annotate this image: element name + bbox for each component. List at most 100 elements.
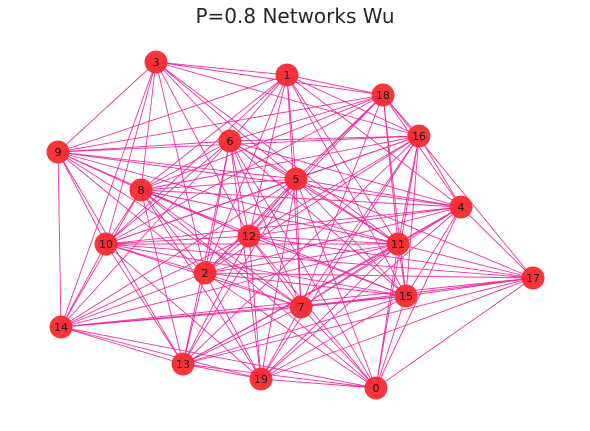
node-9: 9 [46, 140, 70, 164]
node-circle-11 [386, 232, 410, 256]
node-circle-0 [364, 376, 388, 400]
edge-16-15 [405, 135, 420, 297]
node-18: 18 [371, 83, 395, 107]
node-label-18: 18 [376, 89, 390, 102]
node-circle-19 [249, 367, 273, 391]
node-label-10: 10 [99, 238, 113, 251]
edge-8-7 [140, 189, 302, 308]
node-label-11: 11 [391, 238, 405, 251]
edge-8-4 [140, 189, 462, 208]
node-circle-1 [275, 63, 299, 87]
edge-4-19 [260, 206, 462, 380]
node-4: 4 [449, 195, 473, 219]
edge-3-10 [105, 61, 157, 245]
edge-18-4 [382, 94, 462, 208]
edge-3-1 [155, 61, 288, 76]
edge-11-2 [204, 243, 399, 274]
node-label-14: 14 [54, 321, 68, 334]
edge-6-10 [105, 140, 231, 245]
edge-13-0 [182, 363, 377, 389]
edge-18-9 [57, 94, 384, 153]
node-17: 17 [521, 266, 545, 290]
edges-layer [57, 61, 534, 389]
edge-2-19 [204, 272, 262, 380]
edge-18-8 [140, 94, 384, 191]
node-circle-17 [521, 266, 545, 290]
node-label-17: 17 [526, 272, 540, 285]
edge-17-19 [260, 277, 534, 380]
edge-15-19 [260, 295, 407, 380]
node-11: 11 [386, 232, 410, 256]
node-15: 15 [394, 284, 418, 308]
edge-6-2 [204, 140, 231, 274]
edge-11-19 [260, 243, 399, 380]
edge-17-13 [182, 277, 534, 365]
edge-9-2 [57, 151, 206, 274]
edge-9-7 [57, 151, 302, 308]
node-14: 14 [49, 315, 73, 339]
edge-1-16 [286, 74, 420, 137]
edge-9-5 [57, 151, 297, 180]
edge-2-15 [204, 272, 407, 297]
edge-12-19 [248, 235, 262, 380]
edge-9-4 [57, 151, 462, 208]
edge-14-13 [60, 326, 184, 365]
edge-4-15 [405, 206, 462, 297]
edge-10-19 [105, 243, 262, 380]
edge-14-0 [60, 326, 377, 389]
edge-3-16 [155, 61, 420, 137]
edge-14-19 [60, 326, 262, 380]
edge-1-8 [140, 74, 288, 191]
edge-5-11 [295, 178, 399, 245]
node-8: 8 [129, 178, 153, 202]
edge-1-4 [286, 74, 462, 208]
edge-3-8 [140, 61, 157, 191]
node-circle-3 [144, 50, 168, 74]
edge-1-12 [248, 74, 288, 237]
edge-11-17 [397, 243, 534, 279]
edge-3-18 [155, 61, 384, 96]
edge-3-12 [155, 61, 250, 237]
node-label-0: 0 [373, 382, 380, 395]
edge-6-7 [229, 140, 302, 308]
edge-6-12 [229, 140, 250, 237]
edge-16-8 [140, 135, 420, 191]
page-title: P=0.8 Networks Wu [195, 4, 395, 28]
edge-2-0 [204, 272, 377, 389]
edge-3-6 [155, 61, 231, 142]
edge-10-15 [105, 243, 407, 297]
edge-10-14 [60, 243, 107, 328]
node-circle-6 [218, 129, 242, 153]
edge-1-6 [229, 74, 288, 142]
edge-4-2 [204, 206, 462, 274]
edge-6-15 [229, 140, 407, 297]
edge-5-19 [260, 178, 297, 380]
node-circle-8 [129, 178, 153, 202]
edge-16-7 [300, 135, 420, 308]
edge-6-11 [229, 140, 399, 245]
node-circle-14 [49, 315, 73, 339]
edge-2-14 [60, 272, 206, 328]
node-2: 2 [193, 261, 217, 285]
edge-16-4 [418, 135, 462, 208]
node-0: 0 [364, 376, 388, 400]
edge-3-9 [57, 61, 157, 153]
edge-12-17 [248, 235, 534, 279]
node-circle-16 [407, 124, 431, 148]
node-10: 10 [94, 232, 118, 256]
node-label-6: 6 [227, 135, 234, 148]
node-label-12: 12 [242, 230, 256, 243]
edge-4-10 [105, 206, 462, 245]
edge-16-2 [204, 135, 420, 274]
edge-10-2 [105, 243, 206, 274]
node-12: 12 [237, 224, 261, 248]
node-7: 7 [289, 295, 313, 319]
node-circle-9 [46, 140, 70, 164]
edge-8-5 [140, 178, 297, 191]
node-13: 13 [171, 352, 195, 376]
edge-9-13 [57, 151, 184, 365]
edge-8-14 [60, 189, 142, 328]
edge-11-14 [60, 243, 399, 328]
edge-5-15 [295, 178, 407, 297]
edge-15-13 [182, 295, 407, 365]
